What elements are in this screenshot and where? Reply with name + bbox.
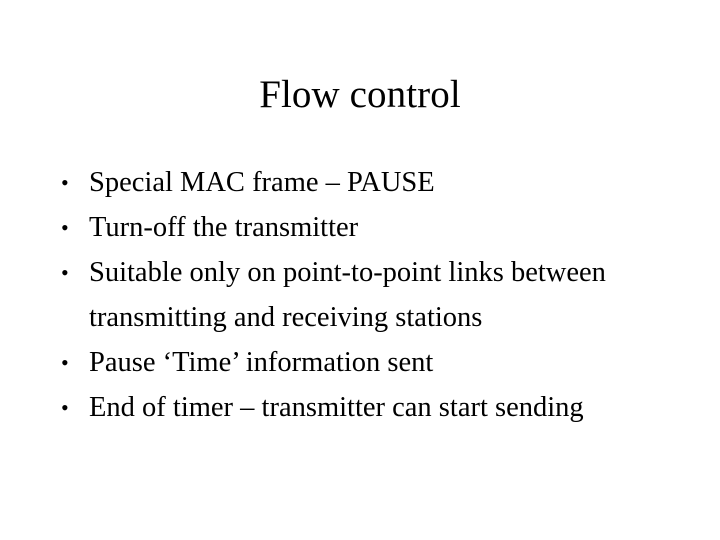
bullet-text: Pause ‘Time’ information sent [89,347,434,378]
bullet-dot-icon: • [61,395,69,420]
list-item: • Turn-off the transmitter [58,205,678,250]
list-item: • Pause ‘Time’ information sent [58,340,678,385]
slide-bullet-list: • Special MAC frame – PAUSE • Turn-off t… [58,160,678,430]
bullet-dot-icon: • [61,260,69,285]
slide-title: Flow control [259,73,461,116]
bullet-dot-icon: • [61,215,69,240]
bullet-dot-icon: • [61,170,69,195]
bullet-text: Suitable only on point-to-point links be… [89,257,606,333]
list-item: • Special MAC frame – PAUSE [58,160,678,205]
bullet-dot-icon: • [61,350,69,375]
bullet-text: End of timer – transmitter can start sen… [89,392,584,423]
bullet-text: Special MAC frame – PAUSE [89,167,435,198]
bullet-text: Turn-off the transmitter [89,212,359,243]
list-item: • End of timer – transmitter can start s… [58,385,678,430]
list-item: • Suitable only on point-to-point links … [58,250,678,340]
